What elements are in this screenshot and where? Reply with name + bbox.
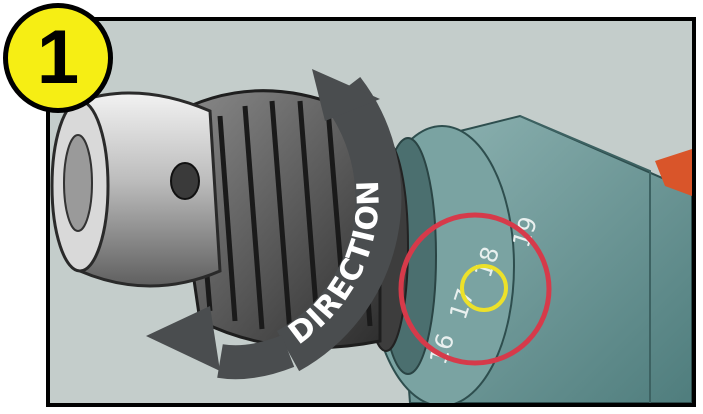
step-number-badge: 1: [3, 3, 113, 113]
illustration-frame: DIRECTION 16 17 18 19: [46, 17, 696, 407]
drill-chuck-illustration: DIRECTION 16 17 18 19: [50, 21, 692, 403]
chuck-key-hole: [171, 163, 199, 199]
step-number: 1: [37, 20, 79, 96]
chuck-body: [52, 93, 220, 286]
arrow-head-bottom: [146, 306, 220, 371]
